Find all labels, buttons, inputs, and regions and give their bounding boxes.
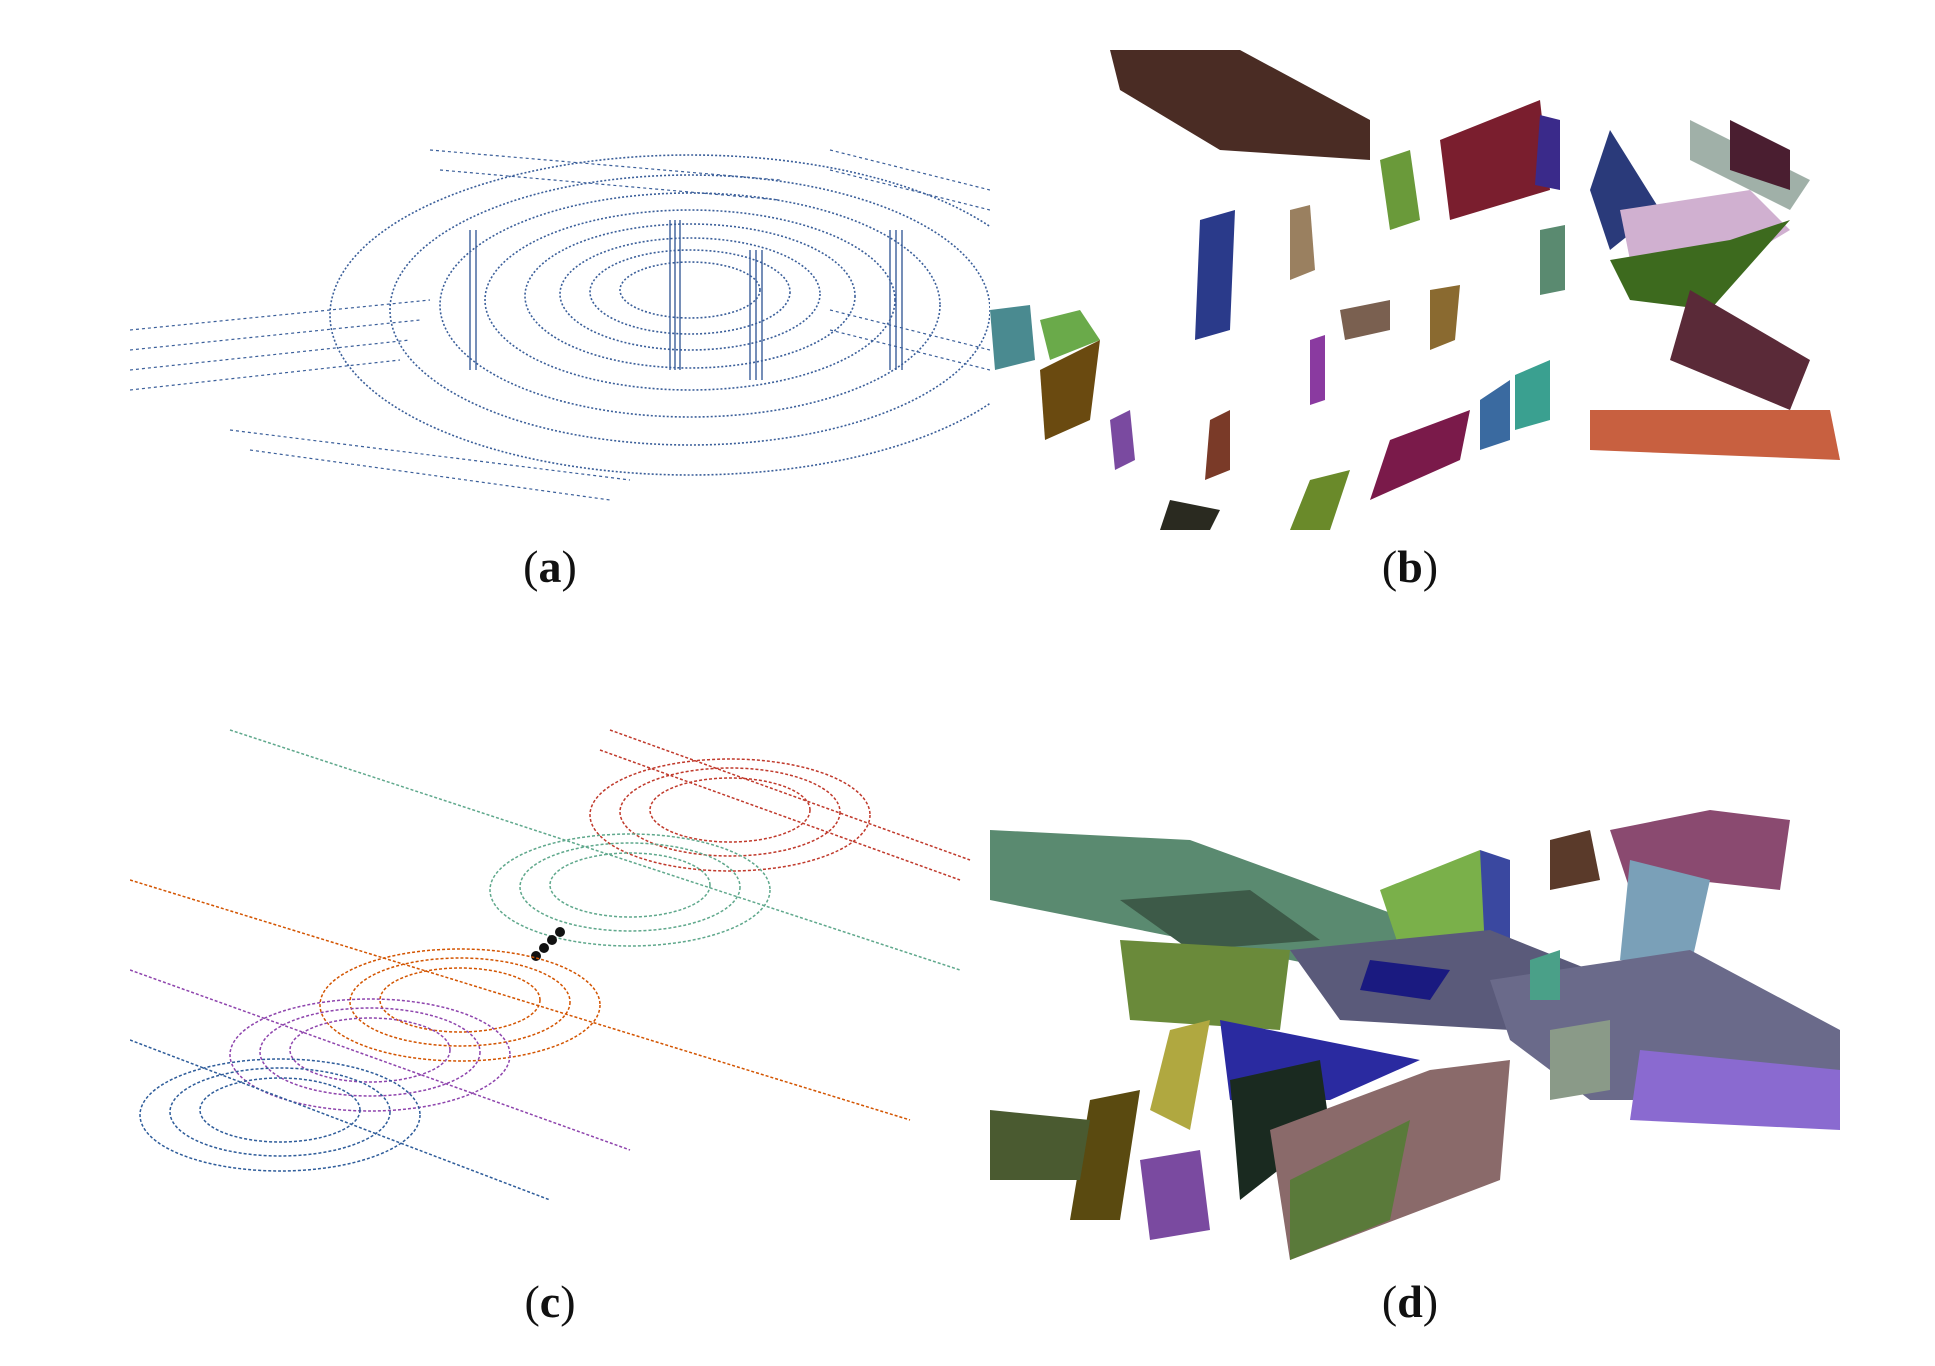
caption-a-label: a xyxy=(538,541,562,592)
scan-orange xyxy=(130,879,911,1121)
segment-patch xyxy=(1590,410,1840,460)
concentric-scan-rings xyxy=(329,154,990,476)
mesh-surface xyxy=(1290,1120,1410,1260)
caption-d: (d) xyxy=(1381,1276,1439,1327)
segment-patch xyxy=(1205,410,1230,480)
segment-patch xyxy=(1440,100,1550,220)
segment-patch xyxy=(1610,220,1790,310)
panel-c-multi-scan xyxy=(130,700,990,1220)
mesh-surface xyxy=(1480,850,1510,950)
panel-a-point-cloud xyxy=(130,50,990,530)
ground-lines xyxy=(130,149,990,501)
segments-plot xyxy=(990,50,1840,530)
mesh-surface xyxy=(1150,1020,1210,1130)
continuation-dots xyxy=(531,927,565,961)
segment-patch xyxy=(1670,290,1810,410)
segment-patch xyxy=(1515,360,1550,430)
segment-patch xyxy=(1040,340,1100,440)
scan-blue xyxy=(130,1039,551,1201)
segment-patch xyxy=(1370,410,1470,500)
mesh-surface xyxy=(1620,860,1710,970)
multi-scan-plot xyxy=(130,729,971,1201)
segment-patch xyxy=(1380,150,1420,230)
segment-patch xyxy=(1540,225,1565,295)
segment-patch xyxy=(1340,300,1390,340)
mesh-surface xyxy=(1120,890,1320,950)
scan-teal xyxy=(229,729,961,971)
segment-patch xyxy=(1110,50,1370,160)
caption-c: (c) xyxy=(524,1276,576,1327)
segment-patch xyxy=(1310,335,1325,405)
mesh-surface xyxy=(1550,1020,1610,1100)
mesh-surface xyxy=(1630,1050,1840,1130)
segment-patch xyxy=(1535,115,1560,190)
segment-patch xyxy=(1110,410,1135,470)
mesh-surface xyxy=(1530,950,1560,1000)
panel-b-planar-segments xyxy=(990,40,1840,530)
building-structures xyxy=(469,220,903,380)
segment-patch xyxy=(990,305,1035,370)
scan-purple xyxy=(130,969,631,1151)
segment-patch xyxy=(1480,380,1510,450)
segment-patch xyxy=(1730,120,1790,190)
segment-patch xyxy=(1040,310,1100,360)
mesh-plot xyxy=(990,810,1840,1260)
mesh-surface xyxy=(1360,960,1450,1000)
segment-patch xyxy=(1290,205,1315,280)
mesh-surface xyxy=(1140,1150,1210,1240)
caption-b: (b) xyxy=(1381,541,1439,592)
mesh-surface xyxy=(1550,830,1600,890)
caption-a: (a) xyxy=(523,541,577,592)
panel-d-mesh-reconstruction xyxy=(990,800,1840,1260)
segment-patch xyxy=(1195,210,1235,340)
caption-b-label: b xyxy=(1397,541,1423,592)
segment-patch xyxy=(1430,285,1460,350)
caption-d-label: d xyxy=(1397,1276,1423,1327)
segment-patch xyxy=(1160,500,1220,530)
scan-red xyxy=(589,729,971,881)
segment-patch xyxy=(1290,470,1350,530)
point-cloud-plot xyxy=(130,149,990,501)
caption-c-label: c xyxy=(539,1276,561,1327)
mesh-surface xyxy=(990,1110,1090,1180)
mesh-surface xyxy=(1120,940,1290,1030)
